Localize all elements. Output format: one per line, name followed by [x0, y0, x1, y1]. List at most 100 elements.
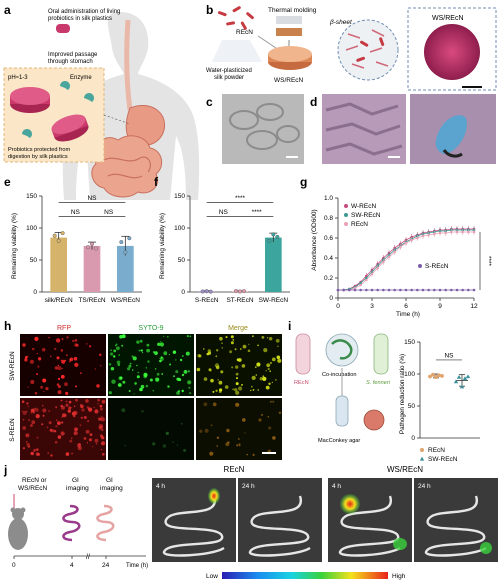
- stomach: [125, 105, 166, 146]
- thermal-label: Thermal molding: [268, 7, 317, 14]
- fluorescence-speckle: [134, 382, 137, 385]
- fluorescence-speckle: [252, 389, 255, 391]
- fluorescence-speckle: [30, 451, 34, 456]
- fluorescence-speckle: [252, 453, 255, 456]
- data-point: [410, 288, 413, 292]
- data-point: [467, 230, 470, 234]
- fluorescence-speckle: [154, 368, 157, 370]
- x-tick-label: S-REcN: [195, 297, 219, 304]
- data-point: [336, 288, 340, 292]
- fluorescence-speckle: [203, 377, 208, 381]
- fluorescence-speckle: [100, 365, 102, 367]
- fluorescence-speckle: [227, 441, 230, 444]
- fluorescence-speckle: [131, 355, 134, 358]
- significance-label: NS: [104, 209, 114, 216]
- tube-mix: [335, 395, 349, 427]
- fluorescence-speckle: [161, 373, 164, 375]
- fluorescence-speckle: [56, 356, 60, 360]
- fluorescence-speckle: [22, 426, 27, 430]
- data-point: [456, 375, 462, 379]
- data-point: [342, 288, 345, 292]
- fluorescence-speckle: [255, 366, 257, 368]
- fluorescence-speckle: [216, 436, 220, 439]
- fluorescence-speckle: [247, 349, 251, 353]
- fluorescence-speckle: [21, 410, 24, 412]
- fluorescence-speckle: [257, 344, 259, 347]
- fluorescence-speckle: [65, 452, 70, 456]
- bar: [83, 245, 101, 292]
- fluorescence-speckle: [272, 436, 276, 440]
- fluorescence-speckle: [221, 347, 223, 349]
- chart-e: e Remaining viability (%) 050100150silk/…: [4, 175, 142, 304]
- coincubation-label: Co-incubation: [322, 372, 357, 378]
- fluorescence-speckle: [212, 390, 215, 393]
- significance-label: ****: [485, 256, 492, 267]
- data-point: [267, 238, 272, 243]
- fluorescence-speckle: [94, 409, 99, 414]
- fluorescence-speckle: [241, 383, 243, 386]
- img-label-24h-recn: 24 h: [242, 483, 255, 490]
- silk-pill: [56, 24, 70, 33]
- silk-pill-large: [51, 114, 89, 142]
- fluorescence-speckle: [46, 426, 49, 429]
- fluorescence-speckle: [66, 336, 69, 339]
- fluorescence-speckle: [45, 387, 49, 391]
- panel-j: j REcN or WS/REcN GI imaging GI imaging …: [3, 463, 498, 580]
- data-point: [241, 289, 246, 294]
- fluorescence-speckle: [30, 412, 33, 414]
- data-point: [462, 376, 468, 381]
- fluorescence-speckle: [262, 375, 265, 378]
- fluorescence-speckle: [175, 359, 177, 361]
- fluorescence-speckle: [42, 414, 45, 417]
- fluorescence-speckle: [232, 339, 235, 341]
- fluorescence-speckle: [237, 438, 240, 440]
- powder-label-line2: silk powder: [214, 75, 244, 81]
- data-point: [455, 230, 459, 234]
- data-point: [461, 230, 464, 234]
- passage-text-line1: Improved passage: [48, 52, 98, 58]
- fluorescence-speckle: [256, 362, 261, 367]
- fluorescence-speckle: [69, 357, 74, 362]
- fluorescence-speckle: [215, 389, 218, 392]
- fluorescence-speckle: [22, 410, 27, 415]
- fluorescence-hotspot: [340, 494, 360, 514]
- fluorescence-speckle: [41, 347, 46, 352]
- y-tick-label: 50: [30, 257, 38, 264]
- fluorescence-speckle: [188, 386, 191, 389]
- fluorescence-speckle: [50, 454, 53, 457]
- data-point: [359, 281, 362, 285]
- fluorescence-speckle: [246, 453, 248, 456]
- col-label-merge: Merge: [228, 325, 248, 332]
- fluorescence-speckle: [101, 428, 104, 432]
- significance-label: NS: [444, 352, 454, 359]
- data-point: [365, 276, 368, 280]
- y-tick-label: 150: [26, 193, 37, 200]
- data-point: [365, 274, 368, 278]
- fluorescence-speckle: [73, 405, 76, 408]
- colorbar-low: Low: [206, 573, 218, 580]
- fluorescence-speckle: [186, 335, 189, 338]
- chart-g: g Absorbance (OD600) Time (h) 00.20.40.6…: [300, 175, 492, 318]
- sem-texture: [325, 102, 403, 156]
- fluorescence-speckle: [187, 370, 190, 373]
- fluorescence-speckle: [27, 386, 29, 388]
- fluorescence-speckle: [136, 340, 140, 344]
- fluorescence-speckle: [113, 355, 116, 358]
- fluorescence-speckle: [73, 431, 78, 436]
- fluorescence-speckle: [115, 343, 118, 346]
- fluorescence-speckle: [217, 379, 219, 381]
- panel-letter-j: j: [3, 463, 7, 477]
- fluorescence-speckle: [169, 363, 172, 366]
- silk-pill-large: [10, 87, 50, 113]
- fluorescence-speckle: [163, 351, 168, 356]
- fluorescence-speckle: [229, 350, 233, 354]
- time-0: 0: [12, 562, 16, 569]
- fluorescence-speckle: [157, 342, 161, 346]
- fluorescence-speckle: [47, 452, 50, 454]
- data-point: [404, 241, 408, 245]
- fluorescence-speckle: [61, 416, 63, 418]
- x-tick-label: 3: [370, 303, 374, 310]
- fluorescence-speckle: [57, 421, 61, 425]
- agar-plate: [363, 409, 385, 431]
- panel-c: c: [206, 94, 304, 164]
